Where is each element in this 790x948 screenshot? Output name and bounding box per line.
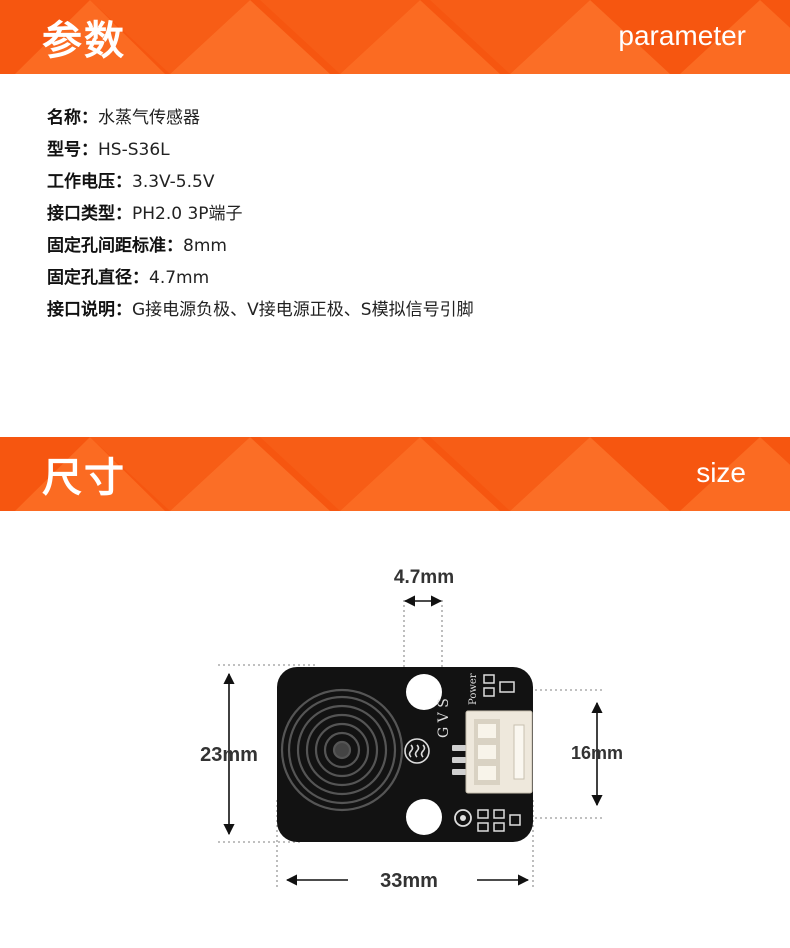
dim-label-hole-spacing: 16mm: [571, 743, 623, 763]
param-row-interface-desc: 接口说明：G接电源负极、V接电源正极、S模拟信号引脚: [47, 296, 474, 328]
dim-label-width: 33mm: [380, 870, 438, 892]
banner-diamond-pattern: [15, 437, 790, 511]
sensing-rings: [280, 688, 404, 812]
param-value: PH2.0 3P端子: [132, 204, 243, 224]
mounting-hole: [406, 799, 442, 835]
smd-pad: [477, 822, 489, 832]
pin-labels: G V S: [436, 698, 452, 738]
smd-pad: [509, 814, 521, 826]
param-row-interface-type: 接口类型：PH2.0 3P端子: [47, 200, 474, 232]
ph2-connector: [465, 710, 533, 794]
smd-pad: [499, 681, 515, 693]
param-row-hole-diameter: 固定孔直径：4.7mm: [47, 264, 474, 296]
section-title-en: size: [696, 457, 746, 488]
param-value: G接电源负极、V接电源正极、S模拟信号引脚: [132, 300, 474, 320]
mounting-hole: [406, 674, 442, 710]
param-row-model: 型号：HS-S36L: [47, 136, 474, 168]
smd-pad: [493, 822, 505, 832]
param-value: 8mm: [183, 236, 227, 256]
param-value: 水蒸气传感器: [98, 108, 200, 128]
smd-pad: [483, 687, 495, 697]
dim-label-height: 23mm: [200, 744, 258, 766]
smd-pad: [477, 809, 489, 819]
board-dimension-drawing: G V S Power: [200, 567, 623, 892]
param-value: HS-S36L: [98, 140, 170, 160]
smd-pad: [483, 674, 495, 684]
param-label: 型号：: [47, 140, 98, 160]
section-title-cn: 尺寸: [42, 455, 126, 501]
param-row-voltage: 工作电压：3.3V-5.5V: [47, 168, 474, 200]
param-value: 4.7mm: [149, 268, 210, 288]
section-title-cn: 参数: [42, 18, 126, 64]
section-title-en: parameter: [618, 20, 746, 51]
param-label: 工作电压：: [47, 172, 132, 192]
param-row-name: 名称：水蒸气传感器: [47, 104, 474, 136]
size-section-banner: 尺寸 size: [0, 437, 790, 511]
param-row-hole-spacing: 固定孔间距标准：8mm: [47, 232, 474, 264]
sensor-board: G V S Power: [277, 667, 533, 842]
smd-pad: [493, 809, 505, 819]
parameter-section-banner: 参数 parameter: [0, 0, 790, 74]
param-label: 名称：: [47, 108, 98, 128]
param-label: 接口类型：: [47, 204, 132, 224]
parameter-list: 名称：水蒸气传感器 型号：HS-S36L 工作电压：3.3V-5.5V 接口类型…: [47, 104, 474, 328]
logo-mark: [454, 809, 472, 827]
vapor-icon: [404, 738, 430, 764]
param-label: 固定孔直径：: [47, 268, 149, 288]
banner-diamond-pattern: [15, 0, 790, 74]
param-label: 固定孔间距标准：: [47, 236, 183, 256]
power-silk-label: Power: [468, 673, 479, 705]
param-label: 接口说明：: [47, 300, 132, 320]
dim-label-hole: 4.7mm: [394, 567, 454, 588]
param-value: 3.3V-5.5V: [132, 172, 215, 192]
dimension-arrows: [223, 595, 603, 886]
pin-pads: [452, 745, 466, 775]
